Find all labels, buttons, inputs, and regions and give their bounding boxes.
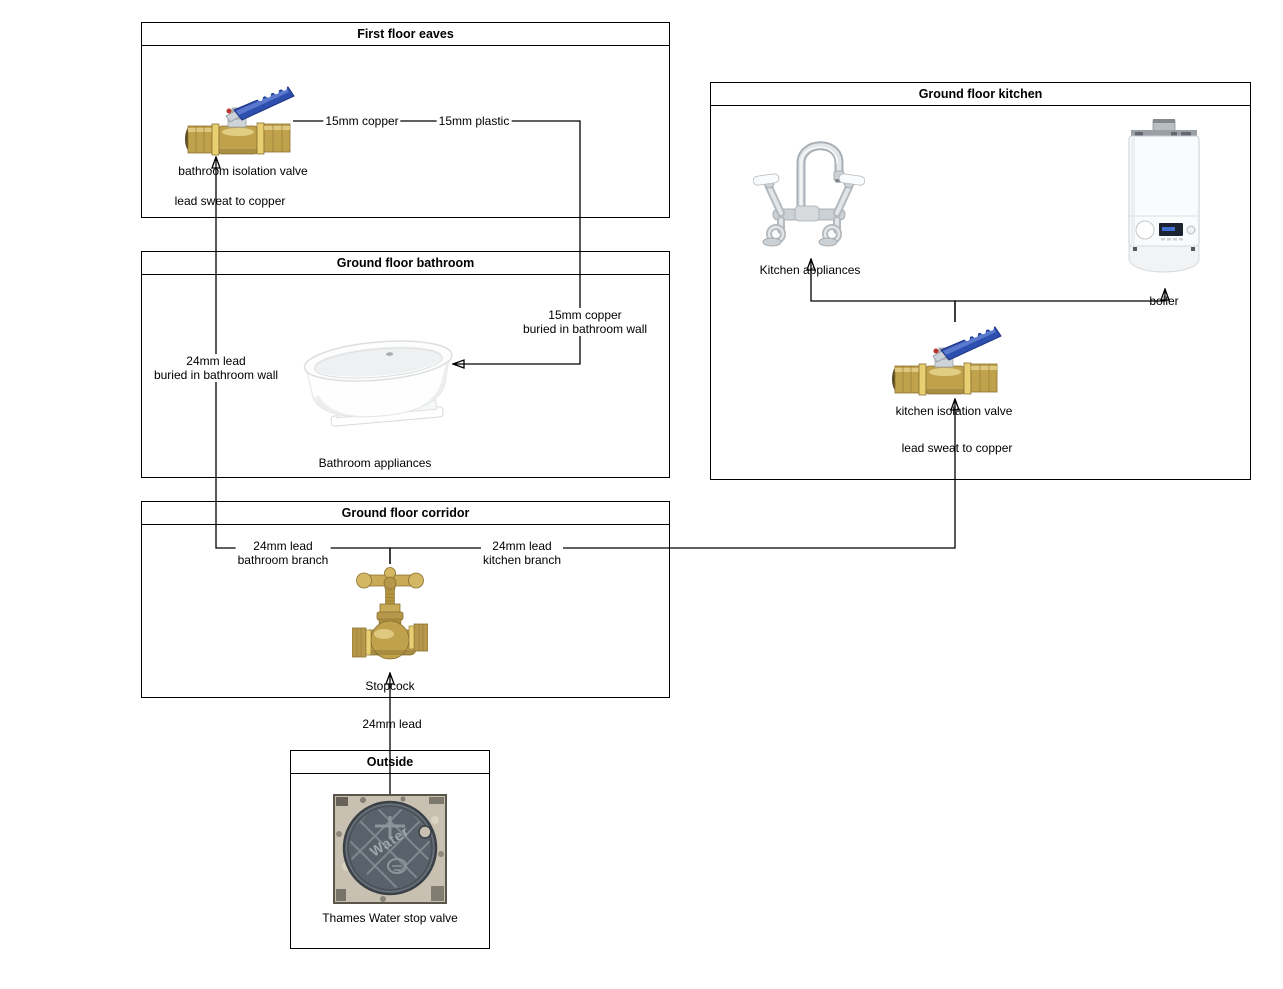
stopcock-icon xyxy=(352,567,428,660)
pipe-label-line: 24mm lead xyxy=(186,354,246,368)
pipe-stopcock-to-kitchen-isolation-valve xyxy=(389,399,955,564)
pipe-label-24mm-lead-main: 24mm lead xyxy=(362,717,422,731)
node-label-kitchen-isolation-valve: kitchen isolation valve xyxy=(895,404,1013,418)
boiler-dial xyxy=(1135,220,1155,240)
node-label-bathroom-isolation-valve: bathroom isolation valve xyxy=(178,164,308,178)
container-title: Ground floor bathroom xyxy=(142,252,669,275)
node-label-stopcock: Stopcock xyxy=(365,679,415,693)
boiler-icon xyxy=(1128,119,1200,273)
kitchen-tap-icon xyxy=(753,141,865,247)
node-label-boiler: boiler xyxy=(1149,294,1179,308)
node-label-thames-water-stop-valve: Thames Water stop valve xyxy=(322,911,458,925)
bathtub-overflow-dot xyxy=(386,352,394,356)
pipe-label-24mm-lead-bathroom-branch: 24mm lead bathroom branch xyxy=(235,539,331,567)
pipe-label-line: buried in bathroom wall xyxy=(153,368,279,382)
node-label-lead-sweat-to-copper-eaves: lead sweat to copper xyxy=(174,194,286,208)
pipe-label-line: buried in bathroom wall xyxy=(522,322,648,336)
container-ground-floor-corridor: Ground floor corridor xyxy=(141,501,670,698)
pipe-label-line: kitchen branch xyxy=(482,553,562,567)
container-title: First floor eaves xyxy=(142,23,669,46)
container-title: Ground floor corridor xyxy=(142,502,669,525)
manhole-cover-icon: Water xyxy=(333,794,447,904)
pipe-label-15mm-copper: 15mm copper xyxy=(323,114,401,128)
pipe-label-line: 15mm copper xyxy=(548,308,622,322)
node-label-kitchen-appliances: Kitchen appliances xyxy=(759,263,861,277)
pipe-kitchen-valve-to-boiler xyxy=(954,289,1165,322)
pipe-label-line: 24mm lead xyxy=(492,539,552,553)
pipe-label-15mm-plastic: 15mm plastic xyxy=(436,114,512,128)
pipe-label-15mm-copper-buried: 15mm copper buried in bathroom wall xyxy=(520,308,650,336)
node-label-bathroom-appliances: Bathroom appliances xyxy=(318,456,432,470)
ball-valve-icon xyxy=(891,324,1002,396)
boiler-knob xyxy=(1186,225,1196,235)
pipe-label-24mm-lead-buried: 24mm lead buried in bathroom wall xyxy=(151,354,281,382)
pipe-bathroom-valve-to-bathroom-appliances xyxy=(293,120,581,364)
bathtub-icon xyxy=(303,340,453,427)
pipe-label-24mm-lead-kitchen-branch: 24mm lead kitchen branch xyxy=(480,539,564,567)
ball-valve-icon xyxy=(184,84,295,156)
pipe-label-line: bathroom branch xyxy=(237,553,329,567)
container-title: Ground floor kitchen xyxy=(711,83,1250,106)
pipe-label-line: 24mm lead xyxy=(253,539,313,553)
node-label-lead-sweat-to-copper-kitchen: lead sweat to copper xyxy=(901,441,1013,455)
